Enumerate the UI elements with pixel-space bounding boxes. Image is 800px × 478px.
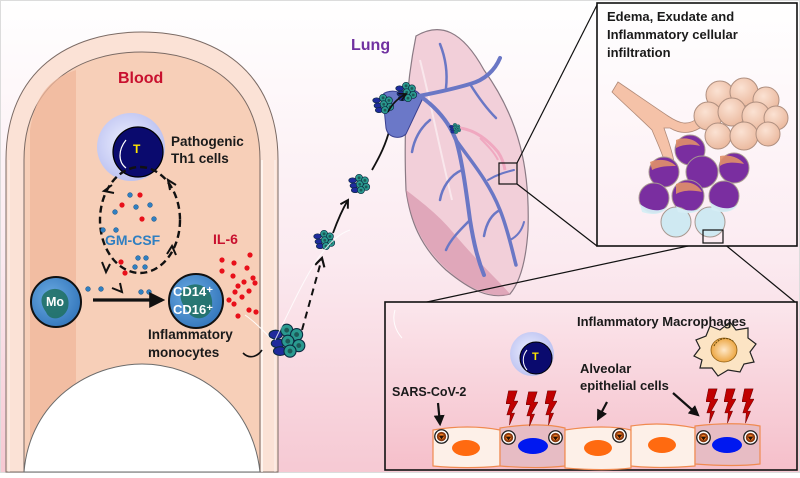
cytotoxic-t-cell [510, 332, 554, 376]
epithelial-cells [432, 423, 761, 471]
sars-cov-2-label: SARS-CoV-2 [392, 385, 467, 399]
mo-label: Mo [46, 295, 65, 309]
alveoli-title-line2: Inflammatory cellular [607, 27, 738, 42]
nucleus [584, 440, 612, 456]
t-cell-letter-panel: T [532, 351, 539, 363]
zoom-connectors [384, 4, 796, 312]
blood-title: Blood [118, 70, 164, 87]
sars-cov-2-virion [696, 430, 711, 445]
lung [372, 29, 529, 297]
sars-cov-2-virion [548, 430, 563, 445]
alveolar-arrow [596, 401, 608, 421]
zoom-region-lung [498, 162, 518, 185]
inflammatory-monocyte [168, 273, 224, 329]
sars-cov-2-virion [501, 430, 516, 445]
loop-arrowhead [111, 282, 124, 294]
il6-label: IL-6 [213, 231, 238, 247]
alveoli-title-line1: Edema, Exudate and [607, 9, 735, 24]
macrophages-title: Inflammatory Macrophages [577, 314, 747, 329]
epithelium-panel [384, 301, 798, 471]
monocyte-label-pointer [242, 349, 263, 358]
alveolar-arrow-2 [672, 392, 700, 417]
il6-dots [219, 252, 259, 319]
nucleus [452, 440, 480, 456]
inflammatory-monocytes-line2: monocytes [148, 345, 220, 360]
lung-title: Lung [351, 37, 391, 54]
t-cell-letter: T [133, 142, 141, 156]
cytokine-dots-loop [100, 192, 157, 276]
gm-csf-label: GM-CSF [105, 232, 161, 248]
gm-csf-loop [98, 165, 182, 294]
sars-cov-2-virion [612, 428, 627, 443]
nucleus-activated [712, 437, 742, 453]
nucleus [648, 437, 676, 453]
loop-arrowhead [166, 243, 177, 256]
nucleus-activated [518, 438, 548, 454]
sars-cov-2-virion [743, 430, 758, 445]
th1-t-cell [97, 113, 165, 181]
alveoli-panel [596, 2, 798, 247]
inflammatory-monocytes-line1: Inflammatory [148, 327, 233, 342]
alveolar-label-line2: epithelial cells [580, 378, 669, 393]
gm-csf-dots-path [85, 286, 152, 295]
th1-label-line2: Th1 cells [171, 151, 229, 166]
blood-vessel [5, 31, 279, 473]
sars-cov-2-virion [434, 429, 449, 444]
zoom-region-alveoli [702, 229, 724, 244]
loop-arrowhead [101, 184, 115, 194]
monocyte-mo [30, 276, 82, 328]
th1-label-line1: Pathogenic [171, 134, 244, 149]
sars-arrow [433, 402, 445, 427]
alveoli-title-line3: infiltration [607, 45, 671, 60]
alveolar-label-line1: Alveolar [580, 361, 632, 376]
loop-arrowhead [166, 177, 177, 191]
cd16-label: CD16⁺ [173, 302, 214, 317]
healthy-alveoli [693, 77, 789, 151]
inflammatory-macrophage [693, 321, 757, 377]
cd14-label: CD14⁺ [173, 284, 214, 299]
loop-arrowhead [101, 261, 111, 275]
vessel-lumen-arc [23, 363, 261, 473]
